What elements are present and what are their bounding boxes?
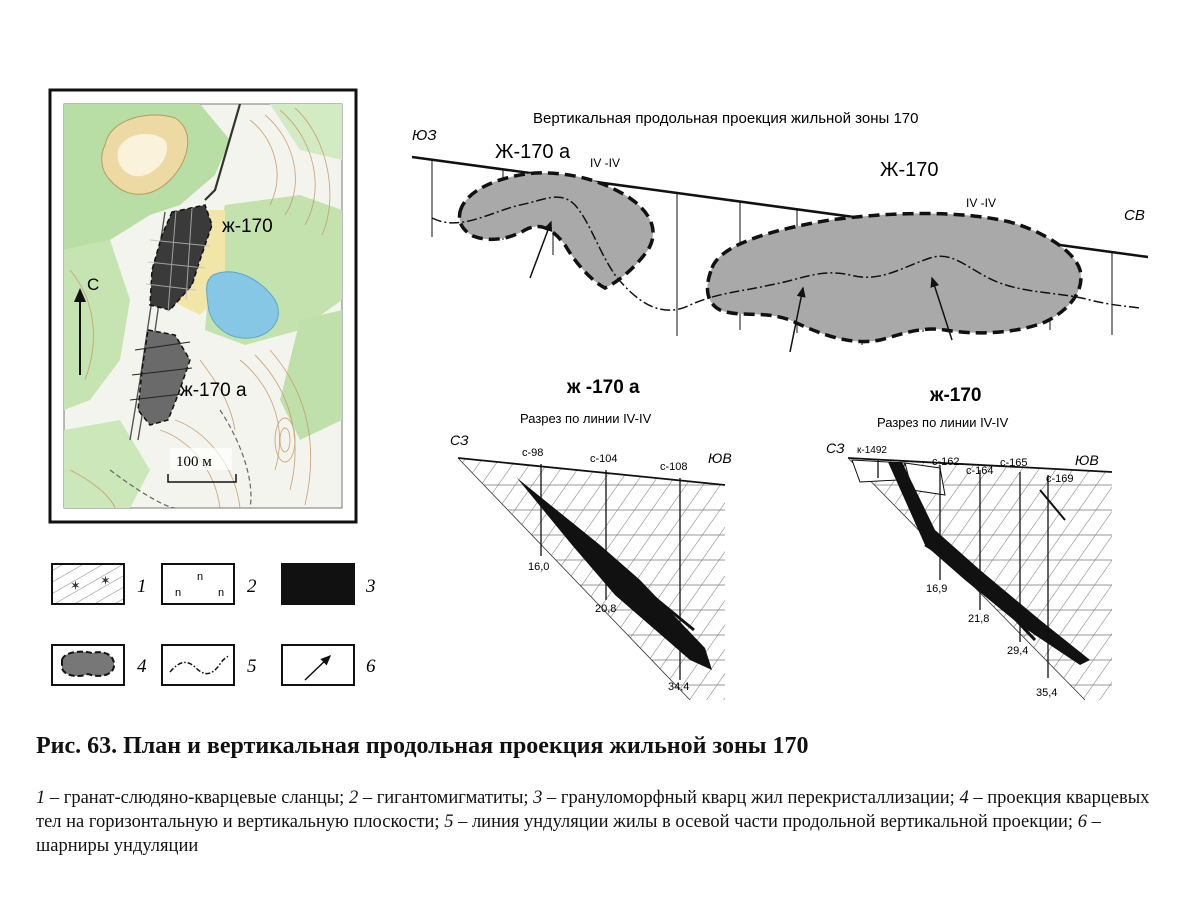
legend-number: 2	[247, 576, 257, 597]
section-a-title: ж -170 а	[566, 377, 640, 398]
legend-swatch-schist	[51, 563, 125, 605]
depth-label: 20,8	[595, 603, 616, 615]
caption-number: 6	[1077, 812, 1087, 832]
lake	[206, 271, 279, 339]
orebody-zh170a	[137, 329, 191, 426]
legend-number: 6	[366, 656, 376, 677]
well-label: с-169	[1046, 473, 1074, 485]
well-label: с-104	[590, 453, 618, 465]
figure-caption-legend: 1 – гранат-слюдяно-кварцевые сланцы; 2 –…	[36, 786, 1176, 858]
svg-text:✶: ✶	[100, 573, 111, 588]
map-label-zh170a: ж-170 а	[180, 380, 247, 401]
svg-text:n: n	[175, 587, 181, 599]
legend-number: 4	[137, 656, 147, 677]
caption-number: 3	[533, 788, 543, 808]
legend-number: 3	[365, 576, 376, 597]
section-mark-main: IV -IV	[966, 196, 996, 210]
section-main-dir-nw: СЗ	[826, 440, 845, 456]
section-main-subtitle: Разрез по линии IV-IV	[877, 415, 1009, 430]
depth-label: 16,9	[926, 583, 947, 595]
caption-number: 4	[959, 788, 969, 808]
dir-ne: СВ	[1124, 207, 1145, 224]
orebody-zh170	[149, 204, 213, 311]
plan-map: С ж-170 ж-170 а 100 м	[48, 88, 358, 524]
cross-section-zh170a: ж -170 а Разрез по линии IV-IV СЗ ЮВ	[450, 377, 732, 701]
vein-main	[888, 462, 1090, 665]
scale-bar	[167, 474, 237, 483]
map-label-zh170: ж-170	[222, 216, 273, 237]
body-label-zh170a: Ж-170 а	[495, 141, 571, 163]
projection-body-zh170	[705, 211, 1083, 344]
section-mark-a: IV -IV	[590, 156, 620, 170]
well-label: с-165	[1000, 457, 1028, 469]
well-label: с-162	[932, 456, 960, 468]
legend-swatch-migmatite	[161, 563, 235, 605]
svg-text:n: n	[197, 571, 203, 583]
caption-number: 5	[444, 812, 454, 832]
svg-text:✶: ✶	[70, 578, 81, 593]
svg-text:n: n	[218, 587, 224, 599]
well-label: с-164	[966, 465, 994, 477]
depth-label: 29,4	[1007, 645, 1028, 657]
longitudinal-projection: Вертикальная продольная проекция жильной…	[411, 110, 1149, 353]
depth-label: 34,4	[668, 681, 689, 693]
section-main-dir-se: ЮВ	[1075, 452, 1099, 468]
legend-swatch-quartz	[281, 563, 355, 605]
caption-text: – линия ундуляции жилы в осевой части пр…	[453, 812, 1078, 832]
scale-label: 100 м	[176, 454, 212, 470]
longitudinal-title: Вертикальная продольная проекция жильной…	[533, 110, 919, 127]
undulation-line	[431, 196, 1141, 311]
caption-text: – грануломорфный кварц жил перекристалли…	[542, 788, 960, 808]
cross-section-zh170: ж-170 Разрез по линии IV-IV СЗ ЮВ	[826, 385, 1113, 701]
caption-text: – шарниры ундуляции	[36, 812, 1101, 856]
well-label: с-98	[522, 447, 543, 459]
section-a-dir-nw: СЗ	[450, 432, 469, 448]
body-label-zh170: Ж-170	[880, 159, 939, 181]
legend-swatch-undulation	[161, 644, 235, 686]
forest-area	[64, 420, 150, 508]
legend-number: 5	[247, 656, 257, 677]
section-main-title: ж-170	[929, 385, 982, 406]
forest-area	[280, 310, 342, 440]
depth-label: 16,0	[528, 561, 549, 573]
caption-number: 2	[348, 788, 359, 808]
depth-label: 35,4	[1036, 687, 1057, 699]
north-label: С	[87, 275, 99, 294]
caption-text: – гранат-слюдяно-кварцевые сланцы;	[45, 788, 349, 808]
well-label: к-1492	[857, 445, 887, 456]
legend-number: 1	[137, 576, 147, 597]
vein-a	[517, 478, 712, 670]
caption-number: 1	[36, 788, 46, 808]
legend-swatch-hinge	[281, 644, 355, 686]
depth-label: 21,8	[968, 613, 989, 625]
caption-text: – гигантомигматиты;	[358, 788, 534, 808]
figure-caption-title: Рис. 63. План и вертикальная продольная …	[36, 733, 809, 759]
section-a-subtitle: Разрез по линии IV-IV	[520, 411, 652, 426]
projection-body-zh170a	[457, 171, 655, 290]
section-a-dir-se: ЮВ	[708, 450, 732, 466]
legend: ✶ ✶ 1 n n n 2 3 4 5 6	[51, 563, 376, 686]
dir-sw: ЮЗ	[412, 127, 437, 144]
well-label: с-108	[660, 461, 688, 473]
caption-text: – проекция кварцевых тел на горизонтальн…	[36, 788, 1150, 832]
